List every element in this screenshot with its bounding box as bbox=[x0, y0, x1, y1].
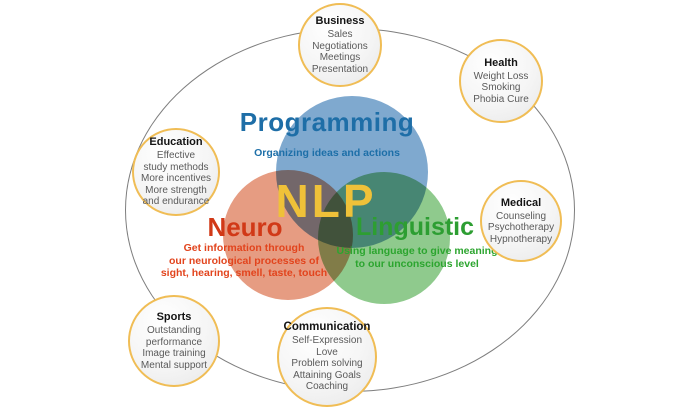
neuro-description: Get information through our neurological… bbox=[144, 242, 344, 280]
satellite-item: Presentation bbox=[311, 63, 369, 75]
satellite-item: Negotiations bbox=[312, 40, 368, 52]
satellite-education: Education Effective study methods More i… bbox=[132, 128, 220, 216]
satellite-item: Coaching bbox=[305, 381, 349, 393]
satellite-communication: Communication Self-Expression Love Probl… bbox=[277, 307, 377, 407]
satellite-item: Image training bbox=[142, 348, 206, 359]
satellite-title: Communication bbox=[283, 321, 371, 334]
satellite-item: Smoking bbox=[481, 82, 521, 94]
satellite-title: Health bbox=[484, 56, 518, 69]
satellite-item: Counseling bbox=[495, 210, 547, 222]
satellite-item: Attaining Goals bbox=[293, 369, 361, 381]
satellite-item: Psychotherapy bbox=[487, 222, 555, 234]
linguistic-description-line: Using language to give meaning bbox=[336, 245, 498, 257]
satellite-medical: Medical Counseling Psychotherapy Hypnoth… bbox=[480, 180, 562, 262]
satellite-item: Effective bbox=[156, 150, 196, 162]
satellite-item: and endurance bbox=[142, 196, 210, 208]
neuro-description-line: Get information through bbox=[183, 242, 305, 254]
satellite-title: Sports bbox=[156, 311, 192, 323]
venn-circle-linguistic bbox=[318, 172, 450, 304]
satellite-item: Outstanding bbox=[147, 325, 201, 336]
satellite-item: performance bbox=[145, 336, 203, 348]
satellite-business: Business Sales Negotiations Meetings Pre… bbox=[298, 3, 382, 87]
linguistic-label: Linguistic bbox=[355, 213, 475, 241]
satellite-item: Hypnotherapy bbox=[489, 233, 553, 245]
satellite-item: Weight Loss bbox=[473, 70, 529, 82]
satellite-item: Sales bbox=[327, 29, 353, 40]
satellite-item: Self-Expression bbox=[291, 335, 363, 347]
satellite-item: Problem solving bbox=[291, 358, 363, 370]
neuro-label: Neuro bbox=[207, 212, 283, 242]
programming-label: Programming bbox=[239, 107, 415, 137]
neuro-description-line: sight, hearing, smell, taste, touch bbox=[160, 267, 328, 279]
linguistic-description: Using language to give meaning to our un… bbox=[317, 245, 517, 270]
satellite-item: Love bbox=[316, 346, 338, 358]
satellite-item: study methods bbox=[143, 161, 209, 173]
nlp-center-label: NLP bbox=[275, 175, 377, 227]
satellite-item: Phobia Cure bbox=[473, 93, 529, 105]
satellite-item: Mental support bbox=[140, 359, 208, 371]
satellite-sports: Sports Outstanding performance Image tra… bbox=[128, 295, 220, 387]
satellite-item: More incentives bbox=[140, 173, 212, 185]
satellite-item: More strength bbox=[145, 184, 207, 196]
satellite-title: Education bbox=[149, 136, 203, 149]
linguistic-description-line: to our unconscious level bbox=[355, 257, 479, 270]
satellite-title: Medical bbox=[500, 196, 542, 209]
programming-description: Organizing ideas and actions bbox=[254, 147, 400, 159]
satellite-title: Business bbox=[315, 15, 365, 27]
satellite-health: Health Weight Loss Smoking Phobia Cure bbox=[459, 39, 543, 123]
neuro-description-line: our neurological processes of bbox=[169, 254, 319, 267]
satellite-item: Meetings bbox=[319, 52, 361, 63]
